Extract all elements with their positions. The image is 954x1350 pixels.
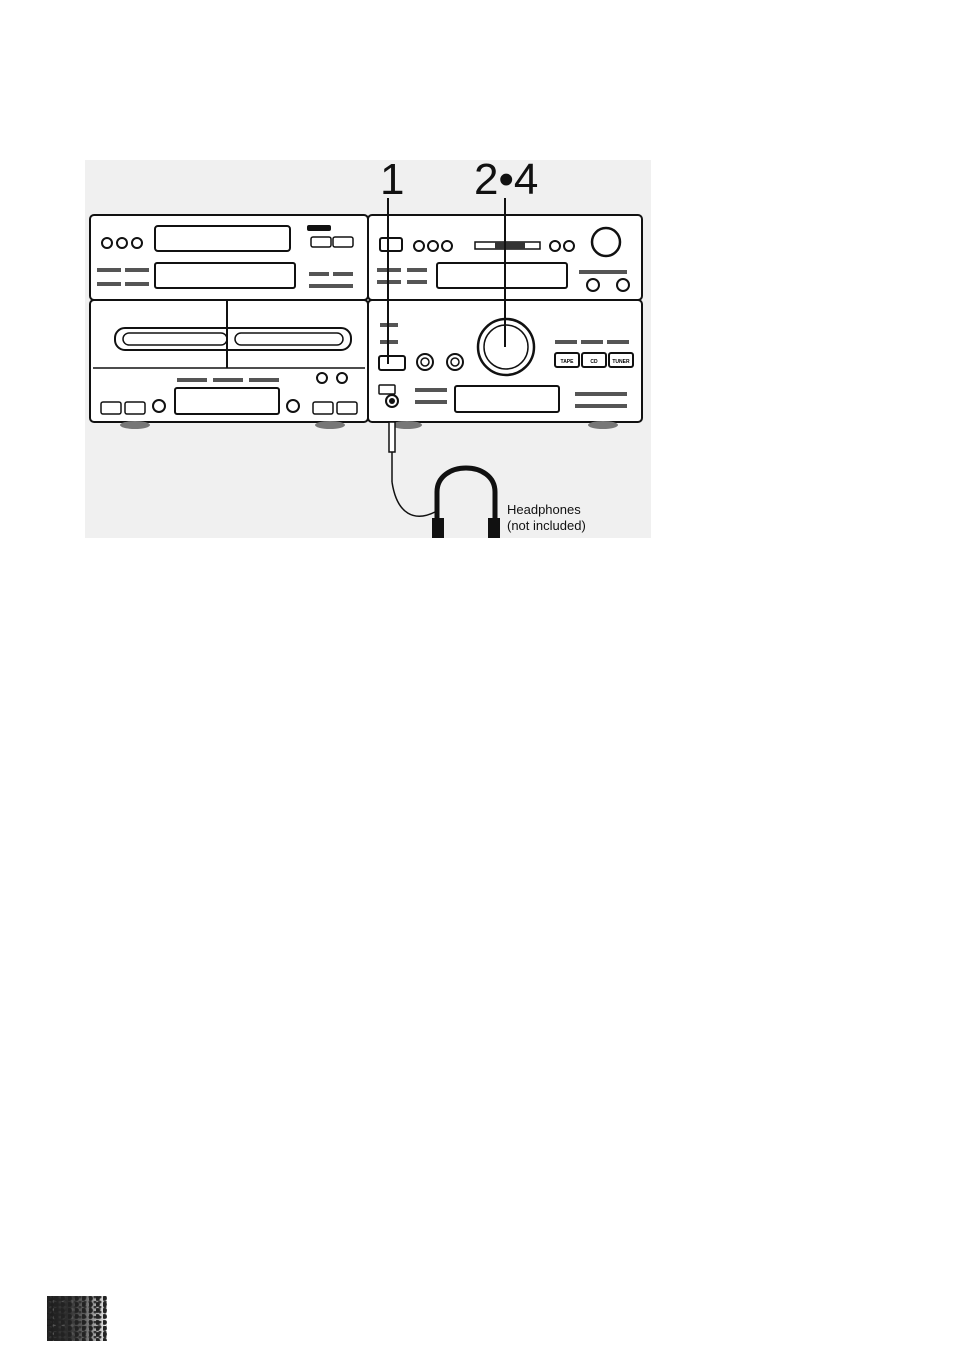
cd-unit bbox=[90, 215, 368, 300]
step-label-2-4: 2•4 bbox=[474, 158, 538, 202]
caption-line-2: (not included) bbox=[507, 518, 586, 534]
stereo-system-drawing: TAPE CD TUNER bbox=[85, 160, 655, 538]
stereo-illustration: TAPE CD TUNER bbox=[85, 160, 655, 543]
dial-knob bbox=[592, 228, 620, 256]
power-button-icon bbox=[379, 356, 405, 370]
cd-button-label: CD bbox=[590, 359, 598, 365]
step-label-1: 1 bbox=[380, 158, 404, 202]
page-corner-shading bbox=[47, 1296, 107, 1341]
caption-line-1: Headphones bbox=[507, 502, 586, 518]
tape-button-label: TAPE bbox=[561, 359, 575, 365]
cassette-unit bbox=[90, 300, 368, 429]
tuner-button-label: TUNER bbox=[612, 359, 630, 365]
headphones-caption: Headphones (not included) bbox=[507, 502, 586, 534]
